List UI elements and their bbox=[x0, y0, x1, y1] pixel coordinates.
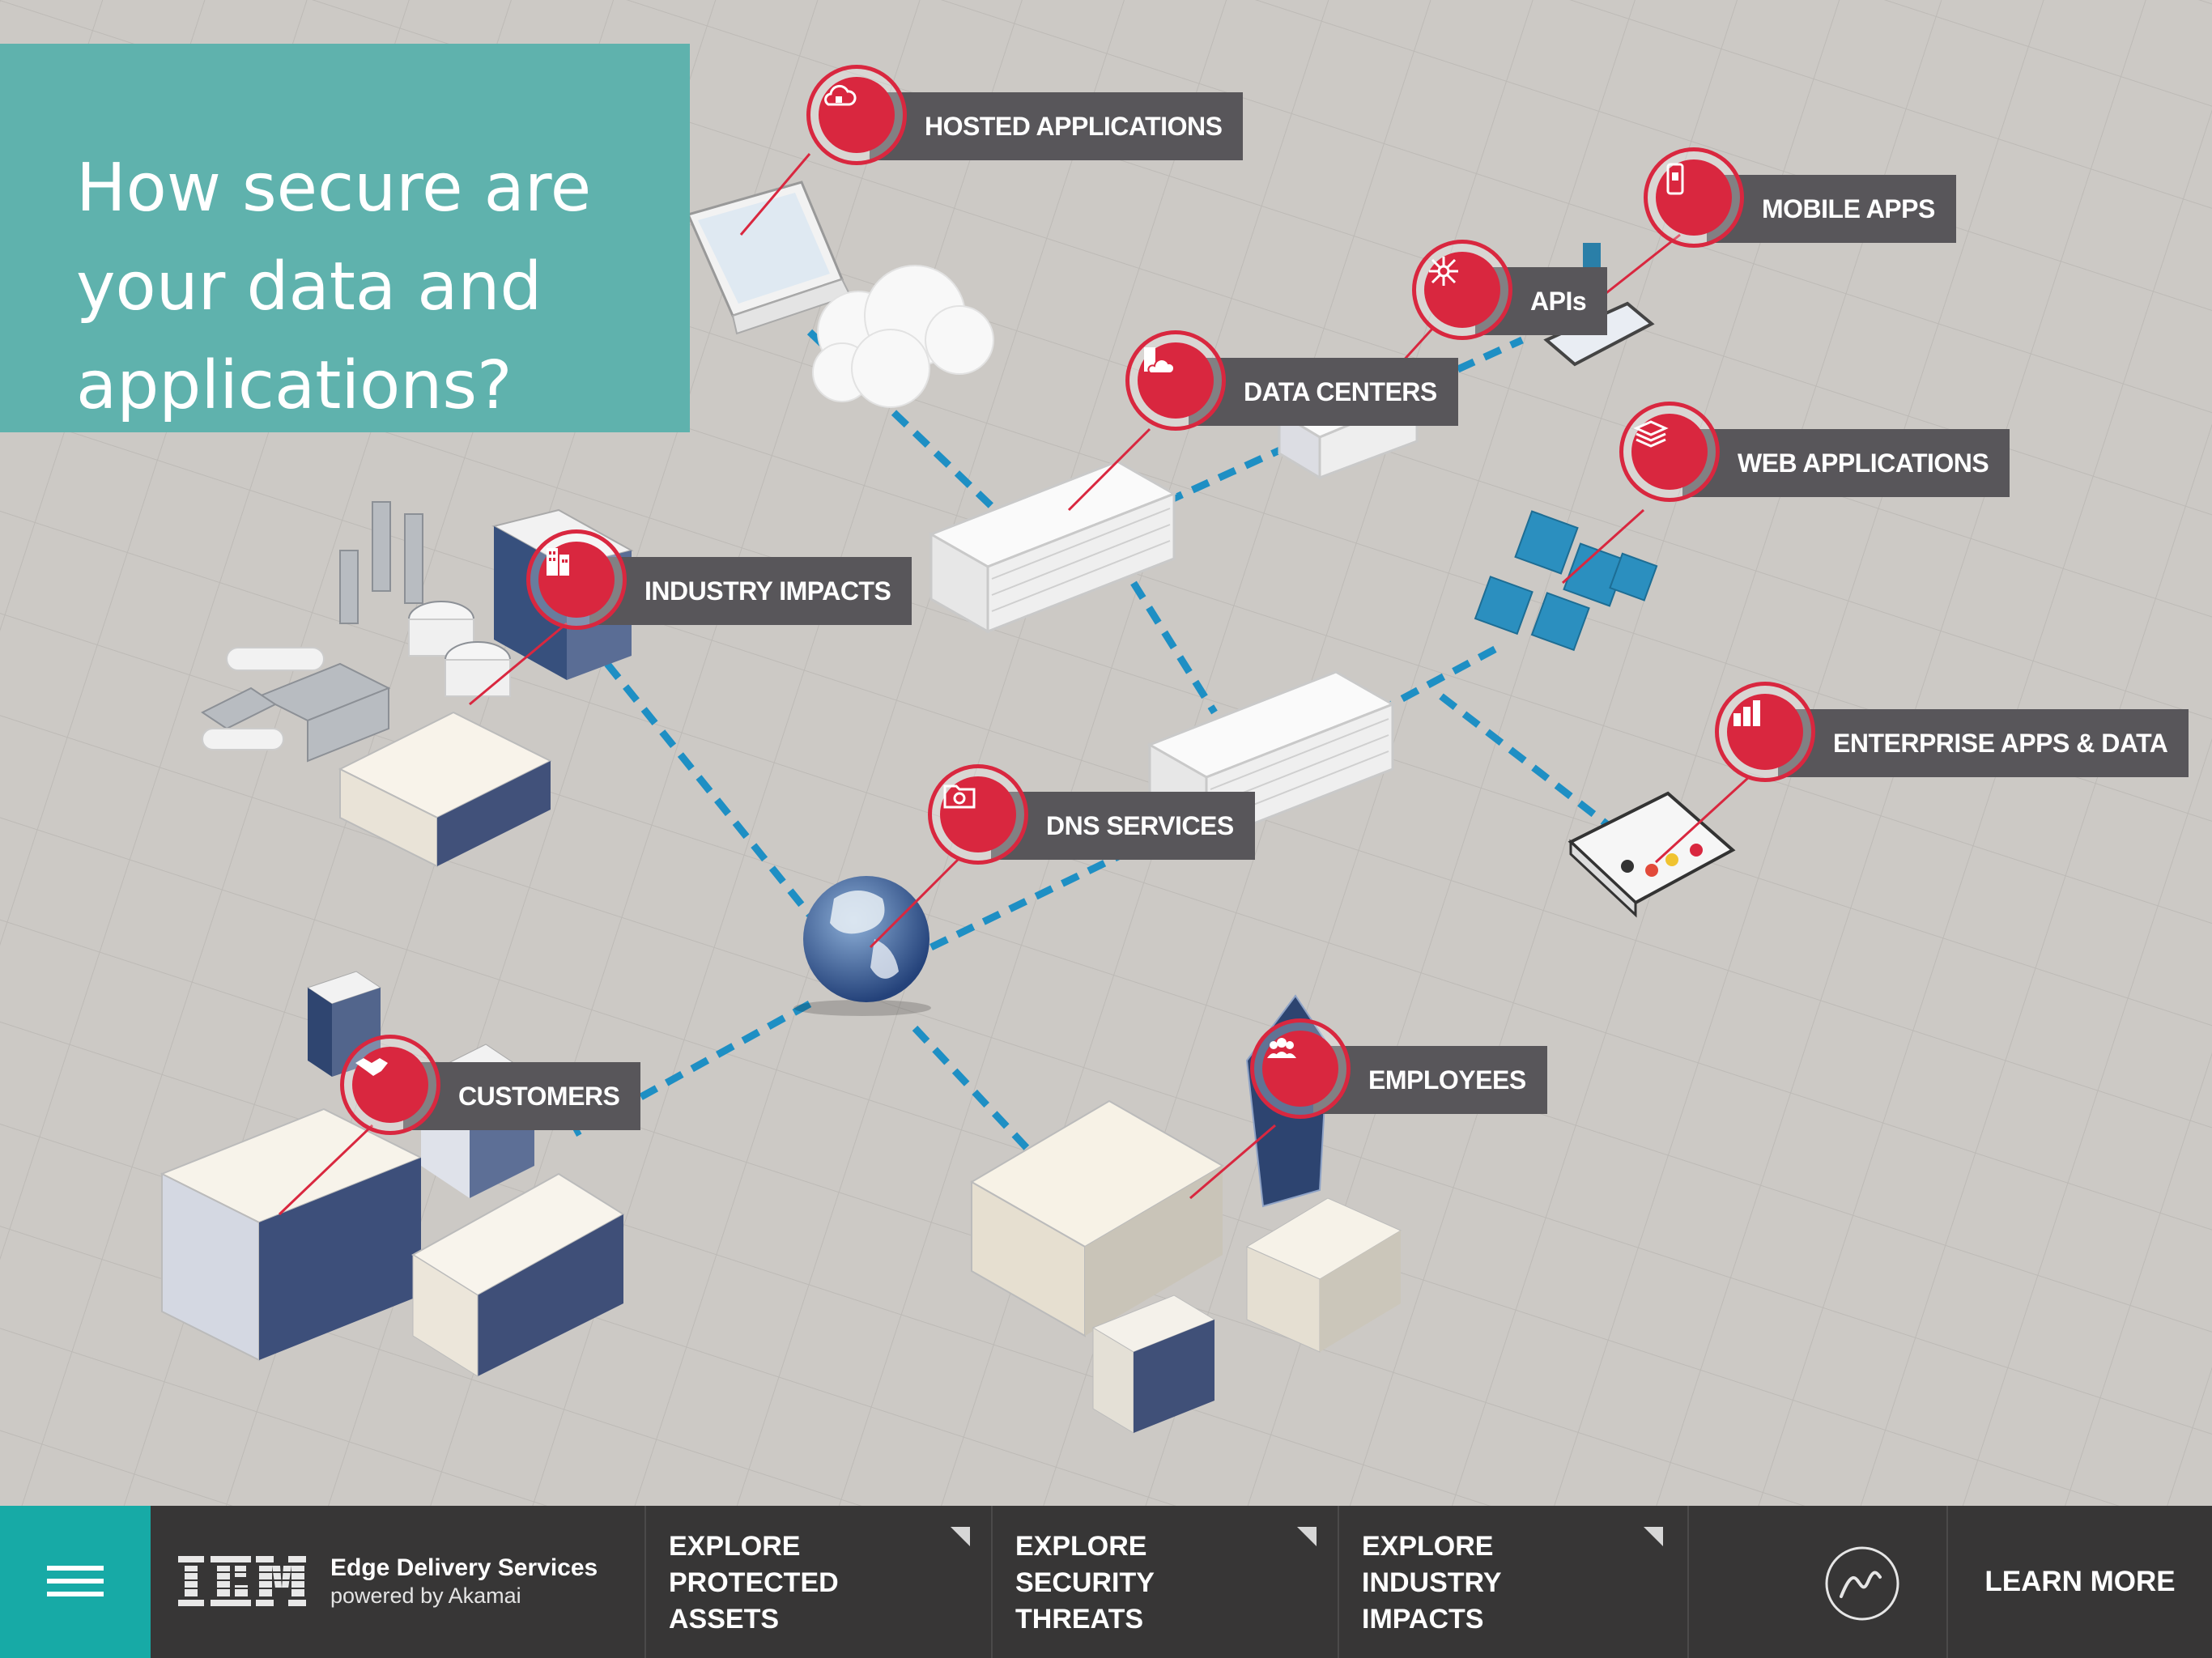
mobile-icon bbox=[1666, 163, 1684, 195]
folder-icon bbox=[943, 784, 976, 809]
hotspot-marker bbox=[1715, 682, 1815, 782]
laptop-illustration bbox=[686, 181, 852, 335]
building-icon bbox=[547, 548, 569, 576]
menu-button[interactable] bbox=[0, 1506, 151, 1658]
document-stack-illustration bbox=[1568, 791, 1736, 918]
footer-bar: Edge Delivery Services powered by Akamai… bbox=[0, 1506, 2212, 1658]
hotspot-marker bbox=[526, 529, 627, 630]
people-icon bbox=[1267, 1038, 1296, 1058]
headline-panel: How secure are your data and application… bbox=[0, 44, 690, 432]
akamai-logo-cell bbox=[1687, 1506, 1946, 1658]
hotspot-marker bbox=[806, 65, 907, 165]
nav-explore-industry-impacts[interactable]: EXPLORE INDUSTRY IMPACTS bbox=[1338, 1506, 1684, 1658]
globe-illustration bbox=[793, 876, 931, 1016]
hotspot-marker bbox=[1250, 1018, 1351, 1119]
brand-title: Edge Delivery Services bbox=[330, 1554, 598, 1581]
ibm-logo bbox=[178, 1556, 308, 1606]
nav-label: EXPLORE INDUSTRY IMPACTS bbox=[1362, 1531, 1501, 1635]
learn-more-button[interactable]: LEARN MORE bbox=[1946, 1506, 2212, 1658]
corner-triangle-icon bbox=[951, 1527, 970, 1546]
hotspot-marker bbox=[340, 1035, 440, 1135]
hotspot-label: DATA CENTERS bbox=[1189, 358, 1458, 426]
hotspot-label: CUSTOMERS bbox=[403, 1062, 641, 1130]
server-cloud-icon bbox=[1144, 347, 1176, 374]
headline-line-2: your data and bbox=[76, 249, 542, 325]
hotspot-label: EMPLOYEES bbox=[1313, 1046, 1547, 1114]
hotspot-marker bbox=[1619, 402, 1720, 502]
headline-line-1: How secure are bbox=[76, 150, 592, 227]
bar-chart-icon bbox=[1733, 700, 1760, 726]
headline-text: How secure are your data and application… bbox=[76, 139, 659, 436]
corner-triangle-icon bbox=[1297, 1527, 1317, 1546]
layers-icon bbox=[1633, 420, 1669, 448]
hotspot-marker bbox=[1412, 240, 1512, 340]
nav-explore-protected-assets[interactable]: EXPLORE PROTECTED ASSETS bbox=[644, 1506, 991, 1658]
brand-block: Edge Delivery Services powered by Akamai bbox=[151, 1506, 644, 1658]
web-cubes-illustration bbox=[1474, 510, 1658, 652]
cloud-illustration bbox=[812, 265, 994, 408]
nav-label: EXPLORE PROTECTED ASSETS bbox=[669, 1531, 839, 1635]
hotspot-marker bbox=[1125, 330, 1226, 431]
network-icon bbox=[1429, 257, 1458, 286]
hotspot-label: WEB APPLICATIONS bbox=[1682, 429, 2010, 497]
nav-explore-security-threats[interactable]: EXPLORE SECURITY THREATS bbox=[991, 1506, 1338, 1658]
hotspot-label: DNS SERVICES bbox=[991, 792, 1255, 860]
isometric-city-scene: How secure are your data and application… bbox=[0, 0, 2212, 1506]
hotspot-label: ENTERPRISE APPS & DATA bbox=[1778, 709, 2189, 777]
hotspot-marker bbox=[1644, 147, 1744, 248]
cloud-icon bbox=[824, 84, 857, 106]
brand-subtitle: powered by Akamai bbox=[330, 1584, 521, 1608]
hotspot-label: MOBILE APPS bbox=[1707, 175, 1956, 243]
akamai-wave-icon bbox=[1825, 1546, 1899, 1621]
hotspot-label: HOSTED APPLICATIONS bbox=[870, 92, 1244, 160]
nav-label: EXPLORE SECURITY THREATS bbox=[1015, 1531, 1155, 1635]
handshake-icon bbox=[355, 1058, 388, 1076]
datacenter-block-1 bbox=[928, 460, 1177, 634]
corner-triangle-icon bbox=[1644, 1527, 1663, 1546]
hotspot-label: INDUSTRY IMPACTS bbox=[589, 557, 912, 625]
headline-line-3: applications? bbox=[76, 347, 513, 424]
hotspot-marker bbox=[928, 764, 1028, 865]
